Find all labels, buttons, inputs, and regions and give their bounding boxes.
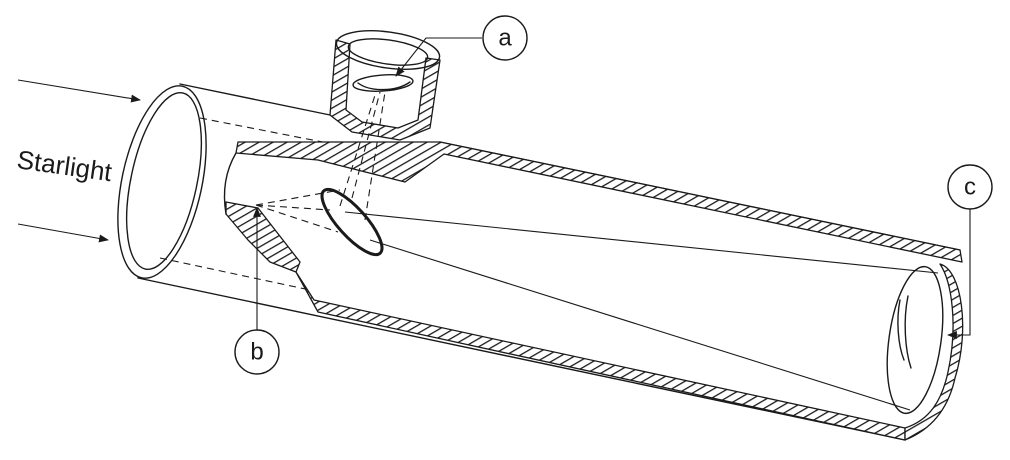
primary-mirror-shine-1	[897, 299, 905, 361]
starlight-label: Starlight	[15, 144, 114, 187]
callout-a: a	[395, 15, 528, 77]
eyepiece-housing	[329, 30, 441, 141]
eyepiece-ray-2	[364, 91, 386, 221]
primary-mirror-face	[886, 265, 944, 415]
eyepiece-rim-inner	[347, 38, 429, 66]
tube-opening	[117, 85, 207, 279]
callout-b-circle	[234, 329, 280, 375]
opening-outer-rim	[117, 85, 207, 279]
tube-end-wall	[904, 263, 964, 441]
starlight-ray-lower	[17, 223, 109, 243]
callout-c-circle	[947, 164, 993, 210]
callout-c-text: c	[964, 174, 976, 201]
tube-top-outer-edge	[179, 83, 331, 116]
tube-bottom-outer-edge	[137, 277, 906, 441]
eyepiece-lens	[352, 74, 414, 92]
cutaway-edge	[223, 152, 237, 215]
diagonal-mirror	[320, 187, 384, 257]
tube-cutaway-wall	[225, 201, 301, 273]
primary-mirror	[886, 265, 944, 415]
eyepiece-ray-1	[351, 91, 381, 199]
reflected-ray-upper	[344, 211, 939, 274]
callout-b: b	[234, 207, 280, 375]
eyepiece-wall	[329, 39, 441, 141]
callout-a-circle	[482, 15, 528, 61]
starlight-ray-upper	[17, 79, 141, 103]
tube-bottom-wall	[295, 271, 906, 441]
focal-ray-3	[255, 204, 331, 211]
callout-a-text: a	[498, 25, 512, 52]
opening-inner-rim	[125, 91, 203, 271]
focal-ray-2	[255, 204, 339, 233]
reflected-ray-lower	[369, 239, 911, 411]
callout-c: c	[947, 164, 993, 339]
eyepiece-rim-outer	[335, 30, 441, 70]
tube-hidden-bottom-edge	[159, 257, 311, 291]
callout-c-leader	[947, 209, 971, 339]
callout-b-text: b	[250, 339, 263, 366]
tube-hidden-top-edge	[199, 117, 339, 146]
eyepiece-lens-shading	[357, 81, 411, 91]
primary-mirror-shine-2	[904, 295, 912, 369]
tube-top-wall	[235, 141, 963, 263]
eyepiece-ray-3	[339, 91, 377, 207]
focal-ray-1	[255, 189, 341, 206]
callout-a-leader	[395, 37, 482, 77]
light-paths	[17, 79, 939, 411]
telescope-tube	[137, 83, 964, 441]
